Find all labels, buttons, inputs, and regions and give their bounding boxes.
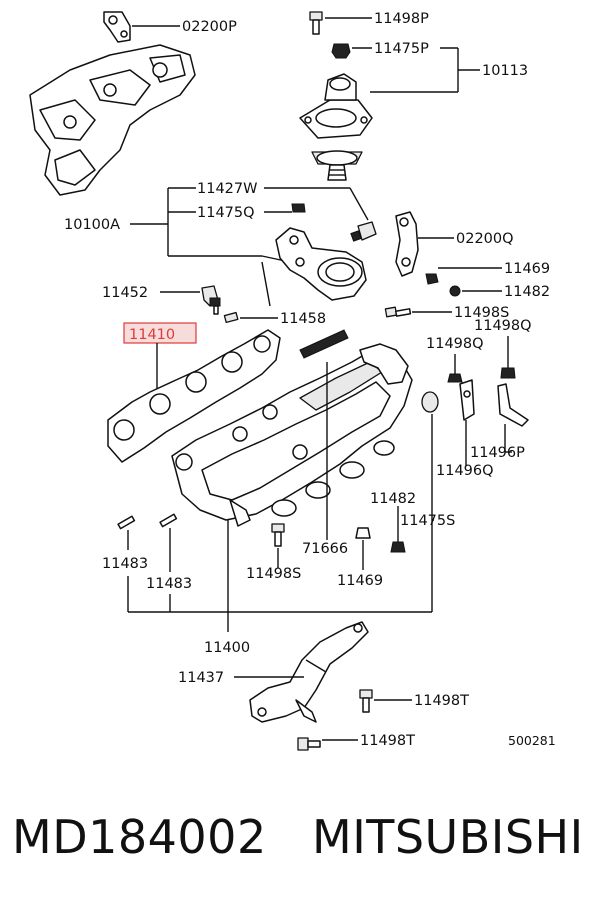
label-11498S-bottom[interactable]: 11498S — [246, 566, 301, 582]
nut-11482-drawing — [449, 285, 461, 297]
label-11483-right[interactable]: 11483 — [146, 576, 192, 592]
thermostat-housing-drawing — [299, 73, 373, 139]
label-02200P[interactable]: 02200P — [182, 19, 237, 35]
label-11496P[interactable]: 11496P — [470, 445, 525, 461]
label-11475Q[interactable]: 11475Q — [197, 205, 255, 221]
label-11482-top[interactable]: 11482 — [504, 284, 550, 300]
bracket-11496Q-drawing — [459, 379, 475, 421]
exhaust-manifold-drawing — [29, 44, 196, 196]
label-11498Q-right[interactable]: 11498Q — [474, 318, 532, 334]
label-11469-bottom[interactable]: 11469 — [337, 573, 383, 589]
thermostat-drawing — [311, 150, 363, 181]
plug-11458-drawing — [223, 311, 239, 324]
label-11482-bottom[interactable]: 11482 — [370, 491, 416, 507]
stay-11437-drawing — [249, 621, 369, 723]
part-number: MD184002 — [12, 810, 267, 864]
nut-11469-lower-drawing — [355, 527, 371, 539]
brand-name: MITSUBISHI — [312, 810, 584, 864]
label-11410[interactable]: 11410 — [129, 327, 175, 343]
gasket-11410-drawing — [107, 329, 281, 463]
sensor-11427W-drawing — [350, 221, 377, 242]
label-10100A[interactable]: 10100A — [64, 217, 120, 233]
label-11452[interactable]: 11452 — [102, 285, 148, 301]
label-11483-left[interactable]: 11483 — [102, 556, 148, 572]
label-11400[interactable]: 11400 — [204, 640, 250, 656]
intake-manifold-11400-drawing — [171, 343, 413, 527]
label-11469-top[interactable]: 11469 — [504, 261, 550, 277]
label-11498P[interactable]: 11498P — [374, 11, 429, 27]
label-10113[interactable]: 10113 — [482, 63, 528, 79]
bolt-11498Q-left-drawing — [447, 373, 463, 383]
label-11498T-lower[interactable]: 11498T — [360, 733, 415, 749]
label-11498T-upper[interactable]: 11498T — [414, 693, 469, 709]
bracket-02200P-drawing — [103, 11, 131, 43]
bolt-11498P-drawing — [309, 11, 323, 35]
label-11475P[interactable]: 11475P — [374, 41, 429, 57]
bolt-11498T-lower-drawing — [297, 737, 321, 751]
nut-11469-drawing — [425, 273, 439, 285]
highlight-box-11410 — [123, 322, 197, 344]
stud-11483-left-drawing — [117, 515, 136, 530]
diagram-code: 500281 — [508, 733, 556, 748]
bracket-11496P-drawing — [497, 383, 529, 427]
label-11458[interactable]: 11458 — [280, 311, 326, 327]
sensor-11452-drawing — [201, 285, 221, 315]
nut-11482-lower-drawing — [390, 541, 406, 553]
bolt-11498S-top-drawing — [384, 306, 412, 318]
bolt-11498Q-right-drawing — [500, 367, 516, 379]
label-02200Q[interactable]: 02200Q — [456, 231, 514, 247]
water-outlet-drawing — [261, 227, 367, 307]
bolt-11498S-lower-drawing — [271, 523, 285, 547]
label-11498S-top[interactable]: 11498S — [454, 305, 509, 321]
footer: MD184002 MITSUBISHI — [0, 800, 600, 880]
label-11496Q[interactable]: 11496Q — [436, 463, 494, 479]
nut-11475Q-drawing — [291, 203, 306, 213]
nut-11475P-drawing — [331, 43, 351, 59]
bracket-02200Q-drawing — [395, 211, 419, 277]
parts-diagram: 02200P 11498P 11475P 10113 11427W 11475Q — [29, 11, 556, 751]
label-11475S[interactable]: 11475S — [400, 513, 455, 529]
label-11498Q-left[interactable]: 11498Q — [426, 336, 484, 352]
label-11437[interactable]: 11437 — [178, 670, 224, 686]
label-11427W[interactable]: 11427W — [197, 181, 257, 197]
label-plate-71666-drawing — [299, 329, 349, 359]
stud-11483-right-drawing — [159, 513, 178, 528]
bolt-11498T-upper-drawing — [359, 689, 373, 713]
label-71666[interactable]: 71666 — [302, 541, 348, 557]
nut-11475S-drawing — [421, 391, 439, 413]
